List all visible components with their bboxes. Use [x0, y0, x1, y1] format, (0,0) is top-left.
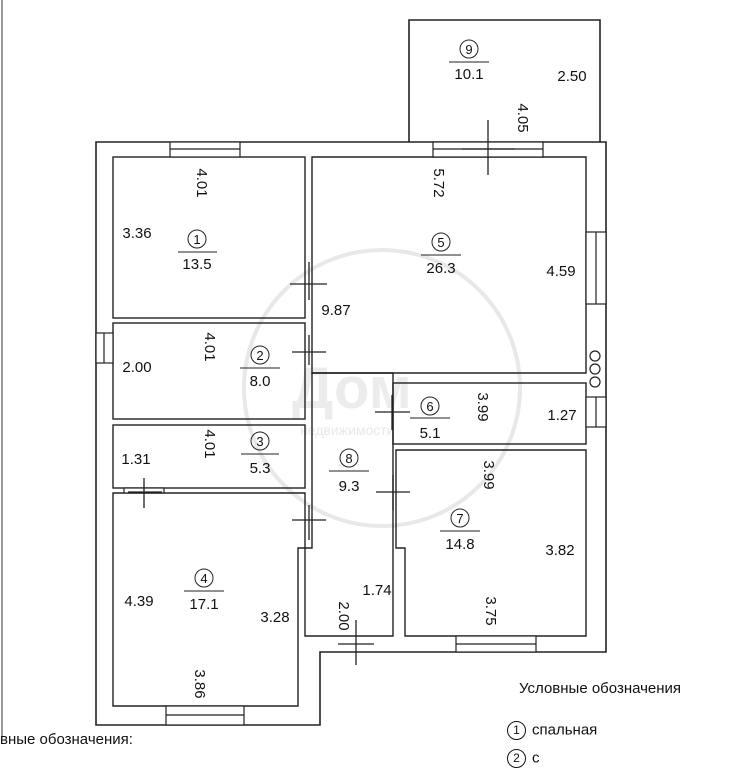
- svg-text:недвижимости: недвижимости: [300, 422, 394, 438]
- dim-r7-width: 3.99: [480, 460, 497, 489]
- room-9-area: 10.1: [454, 66, 483, 83]
- room-7-area: 14.8: [445, 536, 474, 553]
- dim-r5-height: 4.59: [546, 263, 575, 280]
- legend-title-cut: вные обозначения:: [0, 731, 133, 748]
- dim-r9-depth: 4.05: [514, 103, 531, 132]
- room-5-number: 5: [437, 235, 444, 250]
- room-8-outline: [304, 372, 394, 637]
- dim-r2-height: 2.00: [122, 359, 151, 376]
- room-7-outline: [395, 449, 587, 637]
- dim-r7-height: 3.82: [545, 542, 574, 559]
- watermark: Дом недвижимости: [242, 248, 522, 528]
- stove-icon: [589, 350, 601, 388]
- dim-r4-height: 4.39: [124, 593, 153, 610]
- room-4-outline: [112, 492, 306, 707]
- legend-item-1: 1 спальная: [507, 721, 597, 740]
- legend-title: Условные обозначения: [519, 680, 682, 697]
- room-3-outline: [112, 424, 306, 489]
- room-7-number: 7: [456, 511, 463, 526]
- room-8-area: 9.3: [339, 478, 360, 495]
- dim-r9-width: 2.50: [557, 68, 586, 85]
- legend-item-2-label: с: [532, 749, 540, 767]
- dim-r3-width: 4.01: [201, 429, 218, 458]
- outer-walls: [95, 19, 607, 726]
- legend-item-1-number: 1: [507, 721, 526, 740]
- dim-nook-width: 1.74: [362, 582, 391, 599]
- room-2-outline: [112, 322, 306, 420]
- legend-item-2-number: 2: [507, 749, 526, 768]
- room-1-area: 13.5: [182, 256, 211, 273]
- dim-r6-height: 1.27: [547, 407, 576, 424]
- dim-r2-width: 4.01: [201, 332, 218, 361]
- room-9-number: 9: [465, 42, 472, 57]
- dim-r4-bottom: 3.86: [191, 669, 208, 698]
- room-6-number: 6: [426, 399, 433, 414]
- room-2-area: 8.0: [250, 373, 271, 390]
- room-4-number: 4: [200, 571, 207, 586]
- room-6-area: 5.1: [420, 425, 441, 442]
- dim-r4-inner: 3.28: [260, 609, 289, 626]
- room-4-area: 17.1: [189, 596, 218, 613]
- room-1-number: 1: [193, 232, 200, 247]
- room-3-number: 3: [256, 434, 263, 449]
- dim-r5-width: 5.72: [430, 168, 447, 197]
- dim-corridor-length: 9.87: [321, 302, 350, 319]
- dim-r6-width: 3.99: [474, 392, 491, 421]
- room-markers: [178, 39, 489, 592]
- door-ticks: [128, 120, 515, 665]
- dim-r7-bottom: 3.75: [482, 596, 499, 625]
- room-5-area: 26.3: [426, 260, 455, 277]
- dim-r1-height: 3.36: [122, 225, 151, 242]
- room-2-number: 2: [256, 348, 263, 363]
- dim-r3-height: 1.31: [121, 451, 150, 468]
- room-3-area: 5.3: [250, 460, 271, 477]
- dim-r1-width: 4.01: [193, 168, 210, 197]
- room-8-number: 8: [345, 451, 352, 466]
- dim-nook-depth: 2.00: [335, 601, 352, 630]
- legend-item-1-label: спальная: [532, 721, 598, 739]
